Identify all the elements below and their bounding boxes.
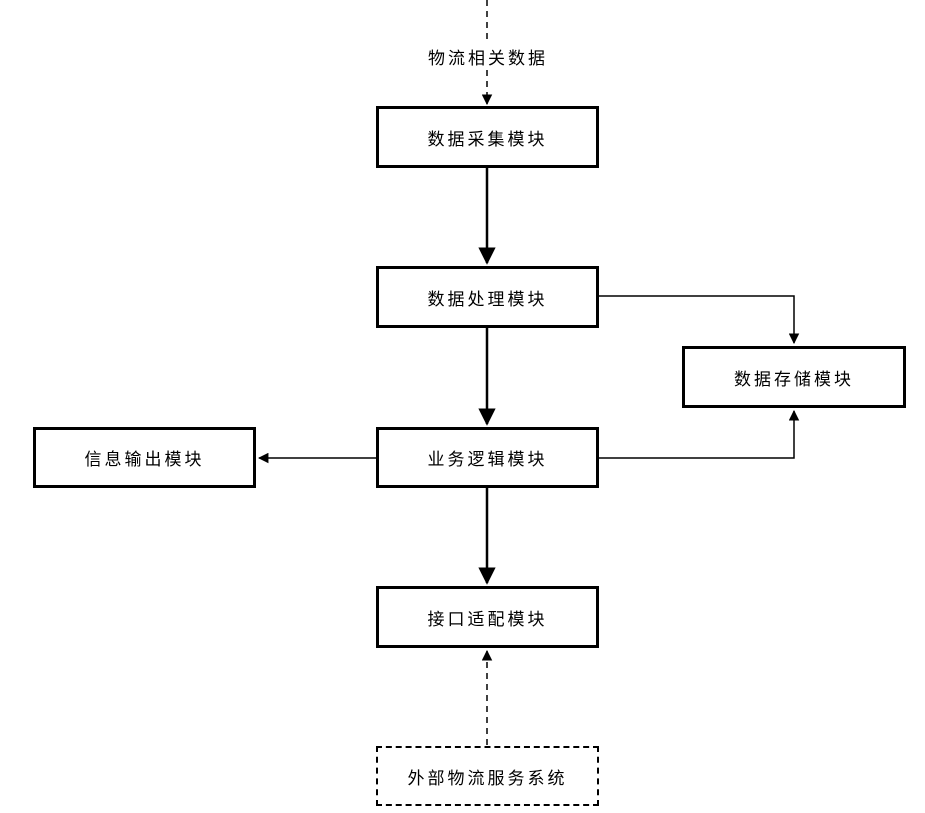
- info-output-module: 信息输出模块: [33, 427, 256, 488]
- external-logistics-system: 外部物流服务系统: [376, 746, 599, 806]
- data-processing-module: 数据处理模块: [376, 266, 599, 328]
- data-storage-module: 数据存储模块: [682, 346, 906, 408]
- data-collection-module: 数据采集模块: [376, 106, 599, 168]
- interface-adapter-module: 接口适配模块: [376, 586, 599, 648]
- arrow-logic-to-storage: [599, 411, 794, 458]
- arrow-processing-to-storage: [599, 296, 794, 343]
- input-data-label: 物流相关数据: [428, 44, 548, 69]
- business-logic-module: 业务逻辑模块: [376, 427, 599, 488]
